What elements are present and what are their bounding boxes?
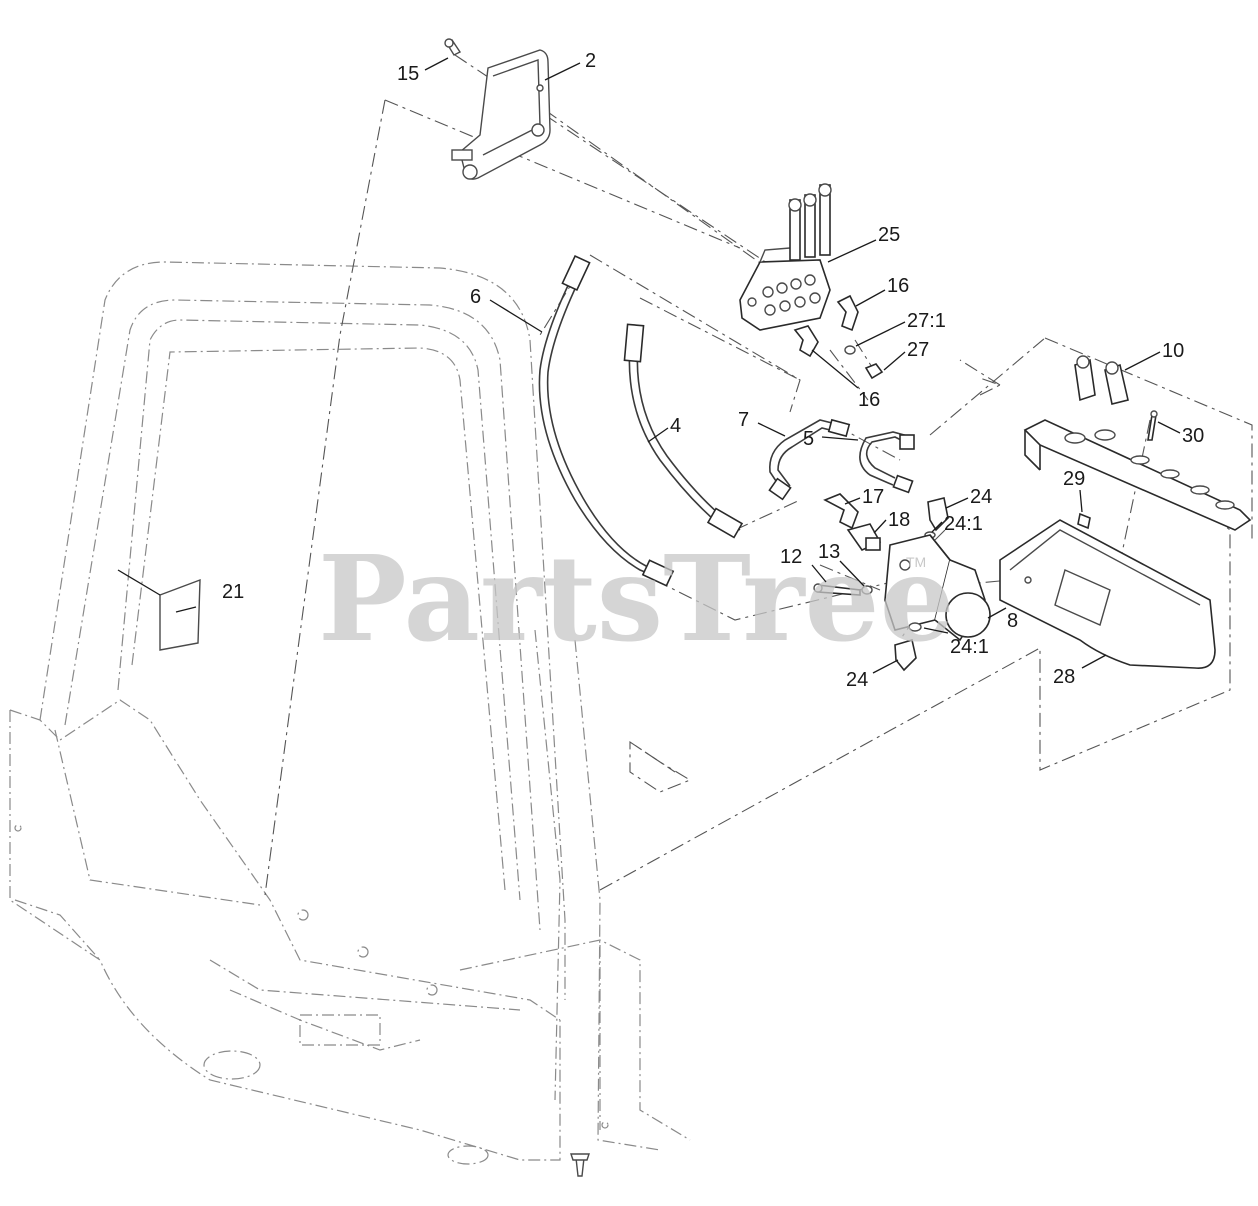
callout-6[interactable]: 6 — [470, 286, 481, 308]
screw-part-30 — [1147, 410, 1158, 441]
tube-part-5 — [859, 431, 915, 494]
tee-fitting-part-18 — [846, 523, 882, 551]
callout-24-upper[interactable]: 24 — [970, 486, 992, 508]
washer-part-13 — [861, 585, 873, 595]
o-ring-part-24-1-lower — [908, 622, 922, 632]
screw-part-15 — [444, 38, 462, 56]
callout-2[interactable]: 2 — [585, 50, 596, 72]
callout-21[interactable]: 21 — [222, 581, 244, 603]
elbow-fitting-part-16-lower — [793, 325, 819, 358]
callout-labels: 15 2 25 6 16 27:1 27 16 10 4 7 30 5 29 1… — [222, 50, 1204, 691]
callout-16-upper[interactable]: 16 — [887, 275, 909, 297]
decal-part-21 — [117, 569, 201, 651]
roll-bar-frame-phantom — [9, 261, 691, 1165]
callout-16-lower[interactable]: 16 — [858, 389, 880, 411]
callout-8[interactable]: 8 — [1007, 610, 1018, 632]
callout-5[interactable]: 5 — [803, 428, 814, 450]
callout-4[interactable]: 4 — [670, 415, 681, 437]
elbow-fitting-part-17 — [823, 493, 859, 530]
callout-10[interactable]: 10 — [1162, 340, 1184, 362]
callout-28[interactable]: 28 — [1053, 666, 1075, 688]
manifold-bracket — [1023, 419, 1252, 531]
bolt-part-12 — [813, 583, 861, 596]
callout-18[interactable]: 18 — [888, 509, 910, 531]
callout-24-1-upper[interactable]: 24:1 — [944, 513, 983, 535]
plug-part-27 — [864, 363, 884, 380]
callout-leaders — [175, 57, 1181, 674]
callout-7[interactable]: 7 — [738, 409, 749, 431]
partstree-watermark: PartsTree TM — [318, 529, 955, 668]
elbow-fitting-part-24-lower — [894, 638, 917, 672]
cover-part-28 — [999, 519, 1216, 669]
base-screw — [570, 1153, 590, 1177]
frame-decal-outline — [629, 740, 692, 793]
valve-block-part-8 — [884, 534, 991, 642]
callout-12[interactable]: 12 — [780, 546, 802, 568]
watermark-brand: PartsTree — [318, 529, 955, 668]
callout-27[interactable]: 27 — [907, 339, 929, 361]
elbow-fitting-part-16-upper — [836, 294, 859, 332]
hose-part-6 — [538, 254, 675, 587]
elbow-fittings-part-10 — [1074, 355, 1129, 405]
control-valve-part — [739, 183, 832, 331]
mounting-plate-outline — [264, 99, 1253, 896]
callout-29[interactable]: 29 — [1063, 468, 1085, 490]
callout-24-1-lower[interactable]: 24:1 — [950, 636, 989, 658]
clip-part-29 — [1077, 512, 1091, 530]
watermark-trademark: TM — [906, 554, 926, 570]
tube-part-7 — [768, 418, 851, 501]
callout-30[interactable]: 30 — [1182, 425, 1204, 447]
hose-part-4 — [623, 323, 744, 539]
elbow-fitting-part-24-upper — [927, 497, 949, 532]
callout-25[interactable]: 25 — [878, 224, 900, 246]
o-ring-part-27-1 — [844, 345, 856, 355]
bracket-plate-part — [451, 49, 551, 180]
callout-24-lower[interactable]: 24 — [846, 669, 868, 691]
callout-17[interactable]: 17 — [862, 486, 884, 508]
callout-13[interactable]: 13 — [818, 541, 840, 563]
callout-15[interactable]: 15 — [397, 63, 419, 85]
callout-27-1[interactable]: 27:1 — [907, 310, 946, 332]
